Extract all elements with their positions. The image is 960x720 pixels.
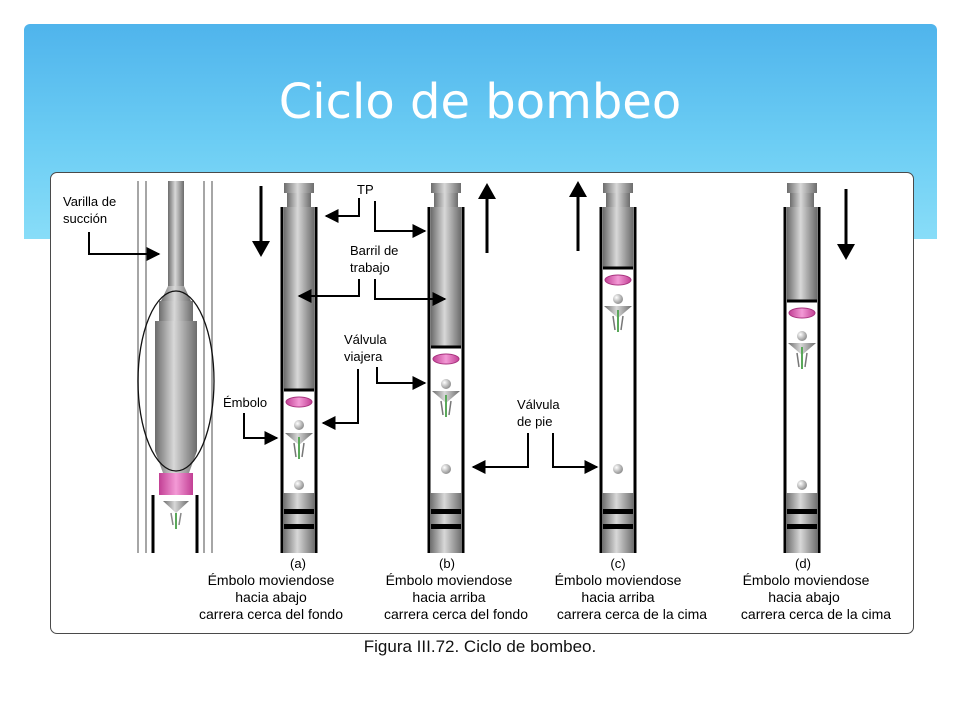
label-barril-line2: trabajo	[350, 260, 390, 275]
stage-b-id: (b)	[439, 556, 455, 571]
stroke-arrow-a	[252, 186, 270, 257]
stage-d-line3: carrera cerca de la cima	[741, 606, 891, 622]
stroke-arrow-c	[569, 181, 587, 251]
stage-a-id: (a)	[290, 556, 306, 571]
valve-ball	[797, 331, 807, 341]
stage-b-line2: hacia arriba	[412, 589, 485, 605]
valve-leg	[440, 400, 444, 416]
rod-neck	[287, 193, 311, 207]
stage-tubes	[280, 183, 821, 553]
rod-neck	[434, 193, 458, 207]
valve-ball	[613, 294, 623, 304]
label-barril-line1: Barril de	[350, 243, 398, 258]
tube-c	[599, 183, 637, 553]
valve-ball	[613, 464, 623, 474]
rod-coupling	[603, 183, 633, 193]
standing-valve-body	[786, 493, 818, 553]
standing-valve-body	[430, 493, 462, 553]
slide-title: Ciclo de bombeo	[278, 74, 682, 130]
valve-leg	[301, 442, 305, 458]
valve-ball	[294, 420, 304, 430]
plunger-cup	[788, 307, 816, 319]
valve-ball	[294, 480, 304, 490]
valve-leg	[620, 315, 624, 331]
rod-neck	[790, 193, 814, 207]
stage-a-line1: Émbolo moviendose	[208, 572, 335, 588]
stage-c-line2: hacia arriba	[581, 589, 654, 605]
pumping-cycle-diagram: Varilla de succión TP Barril de trabajo …	[63, 181, 891, 622]
seat-band	[431, 509, 461, 514]
rod-neck	[606, 193, 630, 207]
valve-leg	[293, 442, 297, 458]
valve-leg	[448, 400, 452, 416]
seat-band	[787, 524, 817, 529]
label-embolo: Émbolo	[223, 395, 267, 410]
valve-leg	[796, 352, 800, 368]
seat-band	[603, 524, 633, 529]
stage-a-line2: hacia abajo	[235, 589, 307, 605]
stage-d-id: (d)	[795, 556, 811, 571]
figure-panel: Varilla de succión TP Barril de trabajo …	[50, 172, 914, 634]
standing-valve-body	[283, 493, 315, 553]
sucker-rod	[431, 207, 461, 347]
valve-ball	[441, 379, 451, 389]
sucker-rod	[603, 207, 633, 268]
label-pie-line2: de pie	[517, 414, 552, 429]
stage-c-line1: Émbolo moviendose	[555, 572, 682, 588]
tube-a	[280, 183, 318, 553]
label-viajera-line2: viajera	[344, 349, 383, 364]
stage-b-line1: Émbolo moviendose	[386, 572, 513, 588]
tube-d	[783, 183, 821, 553]
stage-d-line2: hacia abajo	[768, 589, 840, 605]
label-viajera-line1: Válvula	[344, 332, 387, 347]
standing-valve-body	[602, 493, 634, 553]
label-pie-line1: Válvula	[517, 397, 560, 412]
stage-c-id: (c)	[610, 556, 625, 571]
plunger-cup	[432, 353, 460, 365]
seat-band	[284, 509, 314, 514]
stage-captions: (a) Émbolo moviendose hacia abajo carrer…	[199, 556, 891, 622]
label-varilla-line1: Varilla de	[63, 194, 116, 209]
seat-band	[787, 509, 817, 514]
tube-b	[427, 183, 465, 553]
stage-d-line1: Émbolo moviendose	[743, 572, 870, 588]
valve-leg	[612, 315, 616, 331]
valve-ball	[441, 464, 451, 474]
seat-band	[431, 524, 461, 529]
leader-arrows	[88, 198, 599, 474]
plunger-cup	[604, 274, 632, 286]
valve-ball	[797, 480, 807, 490]
stage-a-line3: carrera cerca del fondo	[199, 606, 343, 622]
label-tp: TP	[357, 182, 374, 197]
valve-leg	[804, 352, 808, 368]
seat-band	[603, 509, 633, 514]
stage-c-line3: carrera cerca de la cima	[557, 606, 707, 622]
sucker-rod-assembly	[137, 181, 215, 553]
rod-coupling	[284, 183, 314, 193]
label-varilla-line2: succión	[63, 211, 107, 226]
stroke-arrow-b	[478, 183, 496, 253]
seat-band	[284, 524, 314, 529]
figure-caption: Figura III.72. Ciclo de bombeo.	[363, 637, 597, 656]
sucker-rod	[787, 207, 817, 301]
rod-coupling	[431, 183, 461, 193]
stroke-arrow-d	[837, 189, 855, 260]
rod-coupling	[787, 183, 817, 193]
plunger-cup	[285, 396, 313, 408]
sucker-rod	[284, 207, 314, 390]
stage-b-line3: carrera cerca del fondo	[384, 606, 528, 622]
